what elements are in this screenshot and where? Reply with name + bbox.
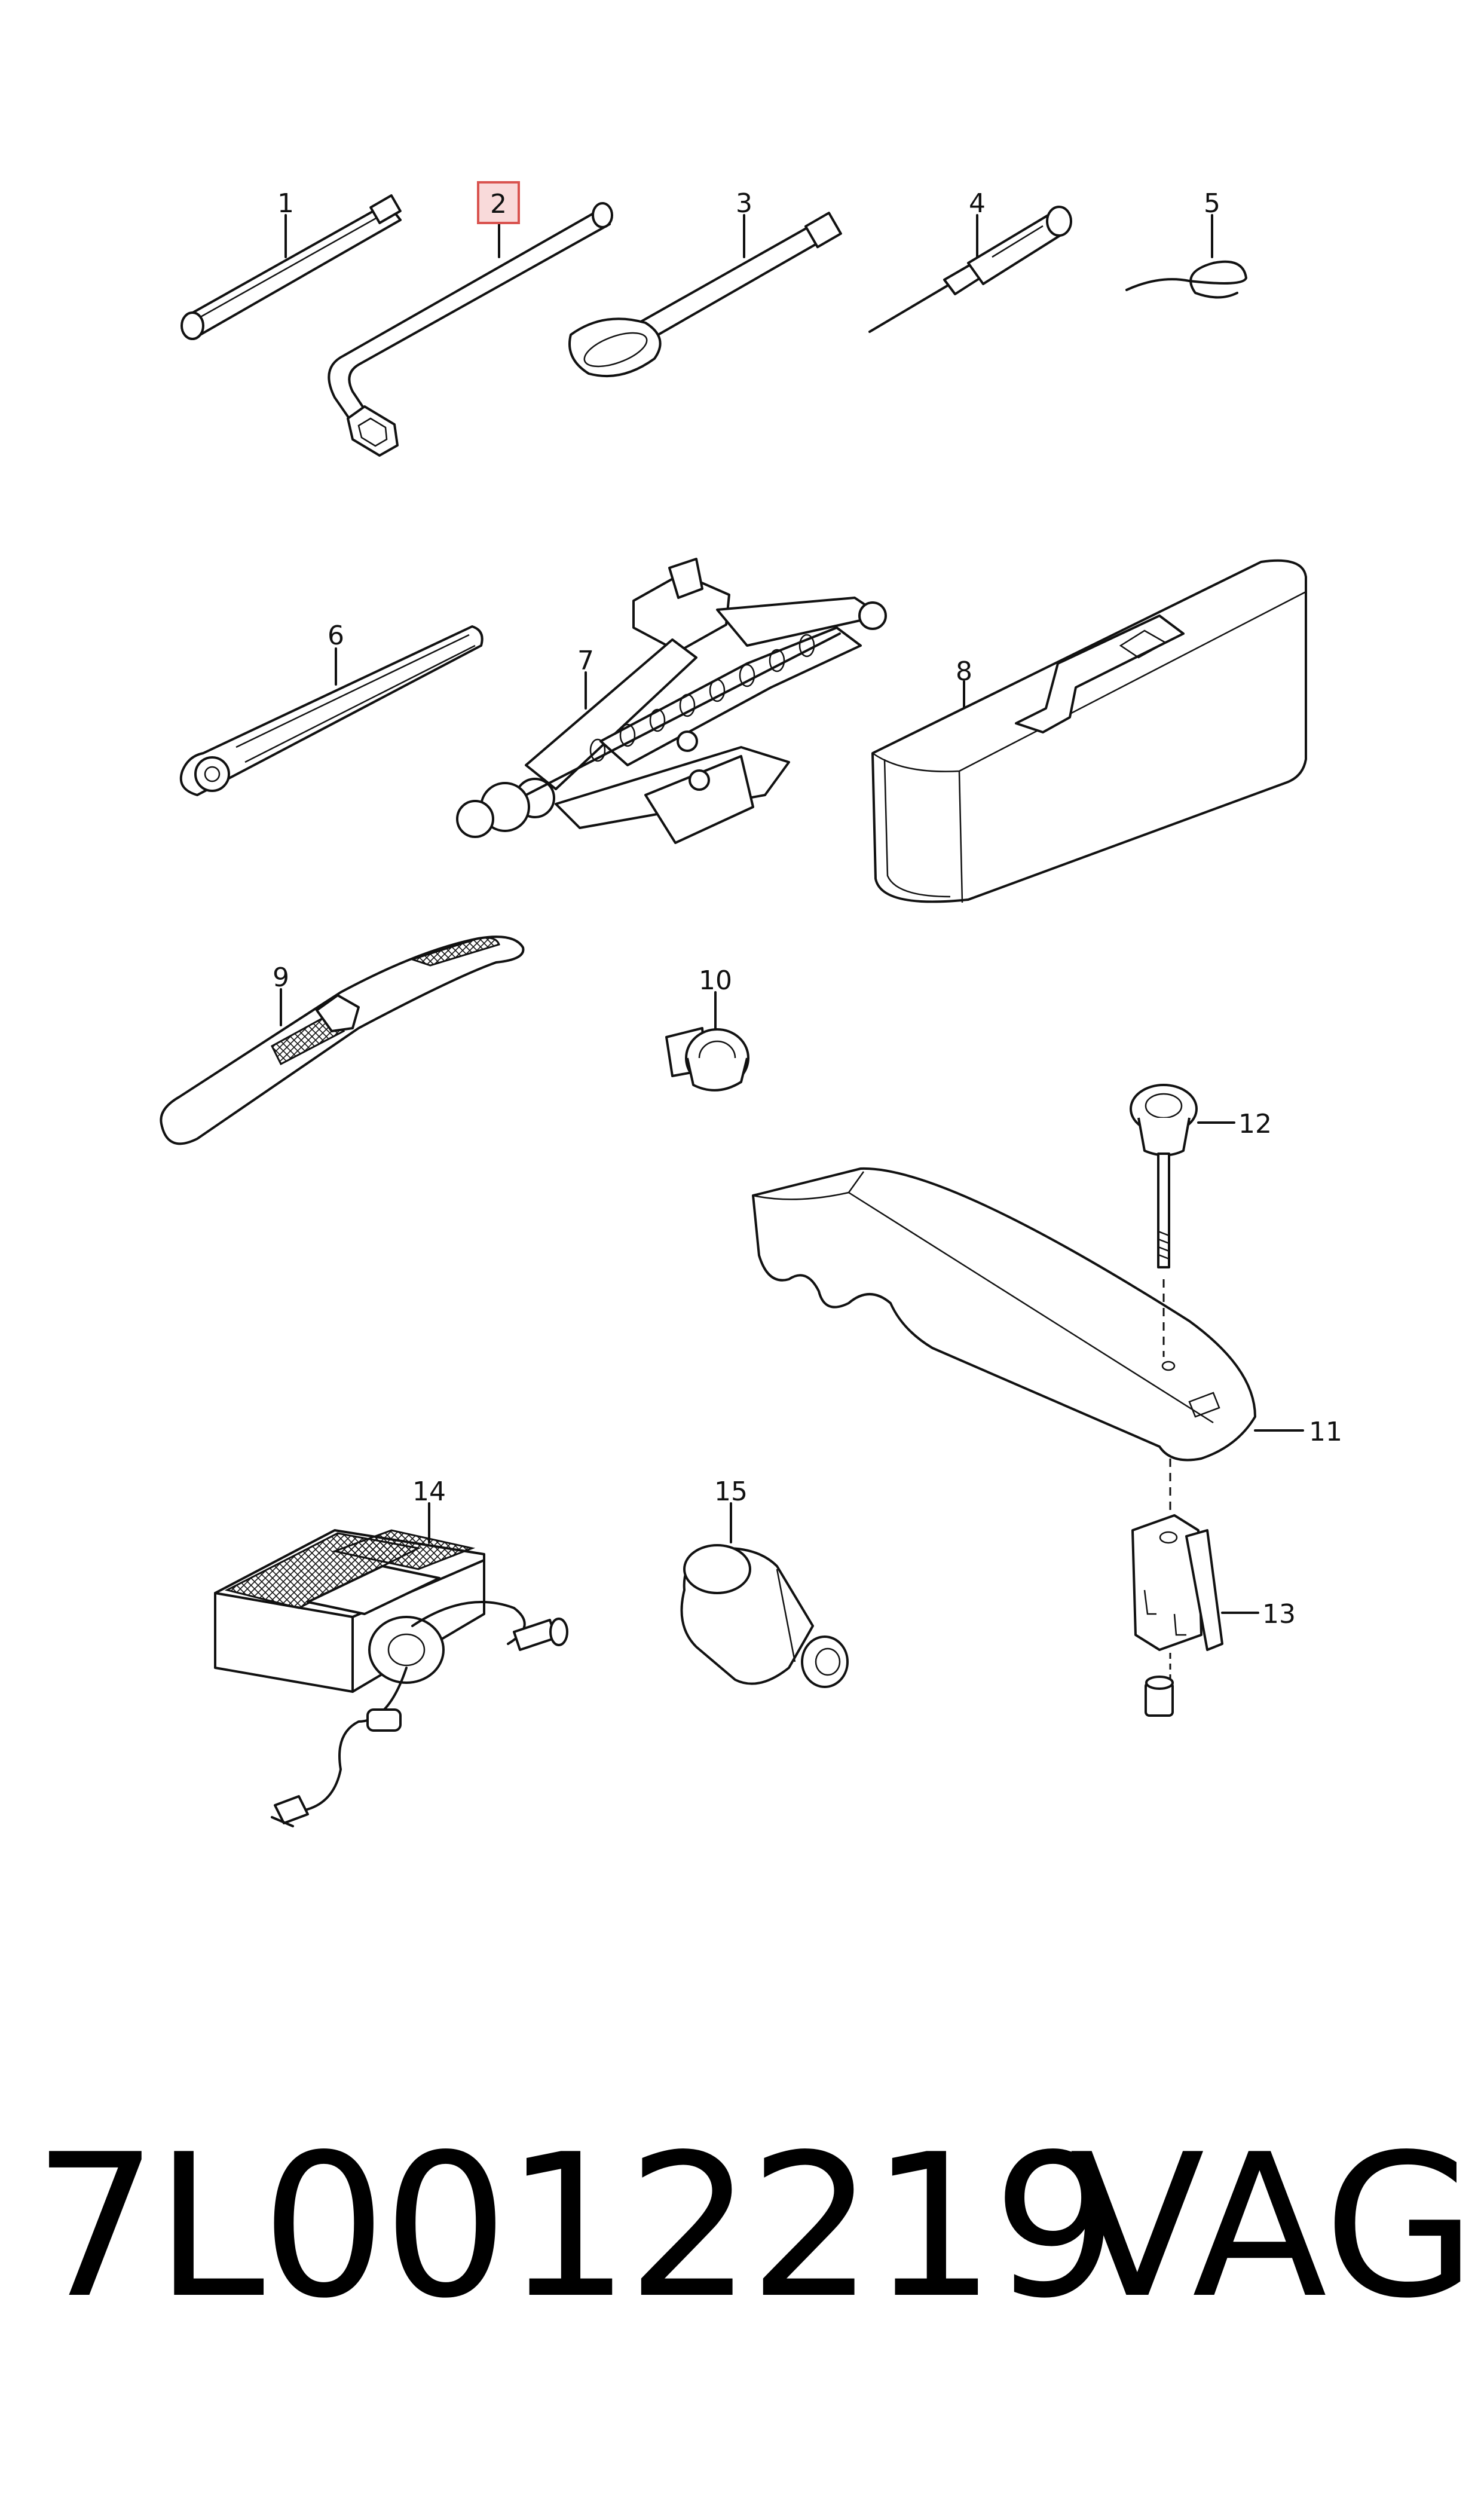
callout-8[interactable]: 8 — [956, 656, 972, 687]
callout-6[interactable]: 6 — [328, 620, 344, 651]
callout-12[interactable]: 12 — [1238, 1109, 1272, 1139]
svg-text:13: 13 — [1262, 1599, 1296, 1630]
svg-text:7: 7 — [577, 646, 594, 676]
callout-3[interactable]: 3 — [736, 188, 752, 219]
callout-1[interactable]: 1 — [277, 188, 294, 219]
part-1-socket-extension-bar — [180, 194, 402, 340]
part-11-foam-tool-insert — [752, 1167, 1304, 1462]
part-15-tyre-sealant-bottle — [680, 1502, 849, 1688]
svg-text:5: 5 — [1204, 188, 1220, 219]
brand-name: VAG — [1070, 2112, 1477, 2341]
part-10-socket — [665, 991, 749, 1092]
part-12-retaining-bolt — [1130, 1084, 1235, 1357]
callout-13[interactable]: 13 — [1262, 1599, 1296, 1630]
svg-text:11: 11 — [1309, 1417, 1342, 1447]
svg-text:1: 1 — [277, 188, 294, 219]
part-3-towing-eye — [568, 212, 842, 378]
callout-11[interactable]: 11 — [1309, 1417, 1342, 1447]
callout-4[interactable]: 4 — [969, 188, 986, 219]
part-5-spring-clip — [1125, 214, 1247, 299]
part-6-jack-crank — [179, 625, 484, 796]
svg-text:4: 4 — [969, 188, 986, 219]
part-2-wheel-brace — [328, 202, 613, 457]
part-4-screwdriver — [868, 206, 1072, 333]
svg-text:2: 2 — [490, 189, 507, 219]
svg-text:3: 3 — [736, 188, 752, 219]
part-13-mounting-bracket — [1131, 1459, 1259, 1717]
callout-2-highlighted[interactable]: 2 — [477, 181, 520, 224]
svg-text:9: 9 — [273, 962, 289, 993]
callout-7[interactable]: 7 — [577, 646, 594, 676]
callout-15[interactable]: 15 — [714, 1476, 748, 1507]
part-9-strap — [160, 936, 525, 1145]
callout-2-highlight-box — [477, 181, 520, 224]
part-number: 7L0012219 — [33, 2112, 1118, 2341]
callout-5[interactable]: 5 — [1204, 188, 1220, 219]
svg-text:10: 10 — [699, 965, 732, 996]
svg-text:12: 12 — [1238, 1109, 1272, 1139]
callout-10[interactable]: 10 — [699, 965, 732, 996]
svg-text:8: 8 — [956, 656, 972, 687]
part-8-tool-bag — [871, 559, 1307, 903]
svg-text:15: 15 — [714, 1476, 748, 1507]
callout-9[interactable]: 9 — [273, 962, 289, 993]
svg-text:6: 6 — [328, 620, 344, 651]
svg-text:14: 14 — [412, 1476, 446, 1507]
callout-14[interactable]: 14 — [412, 1476, 446, 1507]
exploded-parts-diagram: 1 2 3 4 5 — [160, 181, 1342, 1827]
part-14-tyre-inflator-compressor — [214, 1502, 568, 1827]
part-7-scissor-jack — [456, 558, 887, 844]
